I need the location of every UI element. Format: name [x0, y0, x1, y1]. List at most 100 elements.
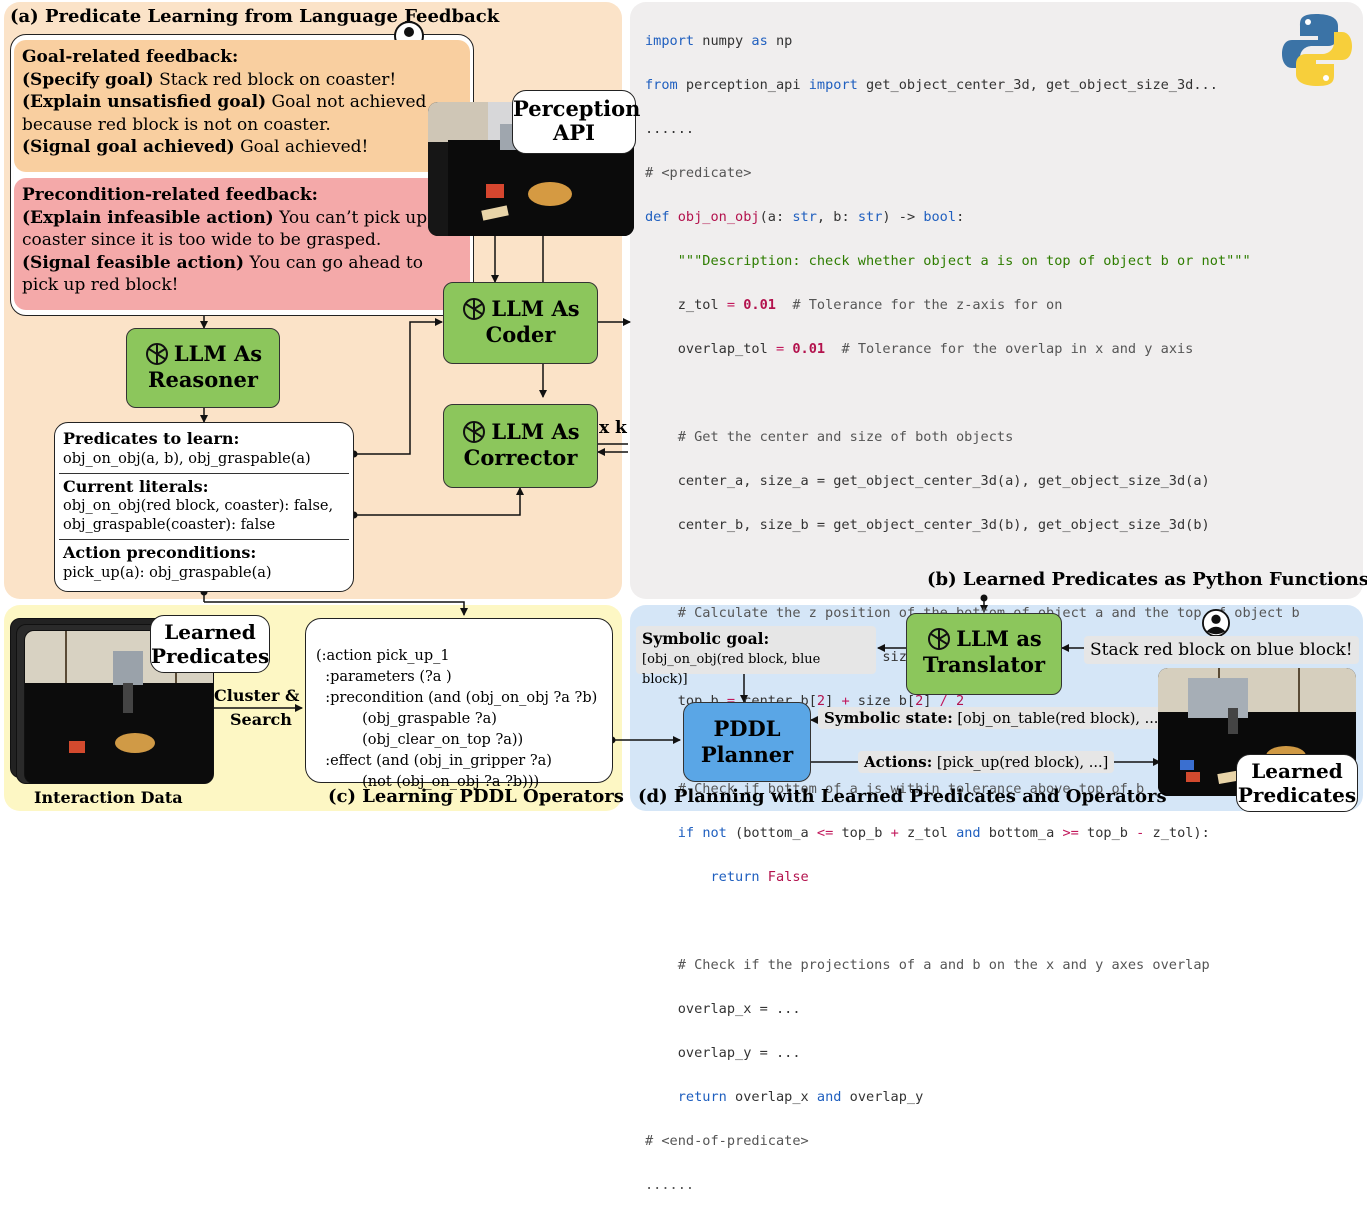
pddl-line: :parameters (?a )	[316, 669, 452, 685]
coder-line1: LLM As	[491, 296, 580, 321]
pddl-operator-box	[305, 618, 613, 783]
preconditions-text: pick_up(a): obj_graspable(a)	[63, 565, 272, 581]
user-icon	[1202, 609, 1230, 637]
goal-feedback-heading: Goal-related feedback:	[22, 47, 239, 67]
code-line: # Check if the projections of a and b on…	[645, 957, 1210, 973]
openai-icon	[928, 628, 951, 650]
cluster-search-label: Cluster &	[214, 686, 300, 706]
precondition-line: coaster since it is too wide to be grasp…	[22, 230, 382, 250]
pddl-line: (obj_clear_on_top ?a))	[316, 732, 524, 748]
code-line: center_b, size_b = get_object_center_3d(…	[645, 517, 1210, 533]
precondition-line: (Explain infeasible action) You can’t pi…	[22, 207, 428, 228]
symbolic-goal-value: [obj_on_obj(red block, blue block)]	[642, 652, 821, 687]
coder-line2: Coder	[485, 322, 556, 347]
actions-label: Actions: [pick_up(red block), ...]	[858, 751, 1115, 773]
precondition-line: pick up red block!	[22, 275, 179, 295]
translator-line2: Translator	[922, 652, 1046, 677]
reasoner-line2: Reasoner	[148, 367, 258, 392]
symbolic-goal-label: Symbolic goal:	[642, 629, 770, 648]
reasoner-line1: LLM As	[173, 341, 263, 366]
search-label: Search	[230, 710, 292, 729]
openai-icon	[463, 421, 486, 443]
symbolic-goal-box: Symbolic goal: [obj_on_obj(red block, bl…	[636, 626, 876, 687]
code-line: from perception_api import get_object_ce…	[645, 77, 1218, 93]
repeat-count-label: x k	[599, 418, 627, 438]
predicates-heading: Predicates to learn:	[63, 429, 240, 448]
symbolic-state-value: [obj_on_table(red block), ...]	[957, 711, 1165, 727]
code-line: import numpy as np	[645, 33, 793, 49]
pddl-line: (obj_graspable ?a)	[316, 711, 497, 727]
pddl-line: (:action pick_up_1	[316, 648, 450, 664]
pddl-line: (not (obj_on_obj ?a ?b)))	[316, 774, 540, 790]
code-line: # Get the center and size of both object…	[645, 429, 1014, 445]
code-line: # Check if bottom of a is within toleran…	[645, 781, 1145, 797]
corrector-line2: Corrector	[463, 445, 578, 470]
translator-line1: LLM as	[956, 626, 1042, 651]
code-line: ......	[645, 1177, 695, 1193]
cluster-line: Cluster &	[214, 686, 300, 705]
interaction-image-front	[24, 630, 214, 784]
learning-state-box: Predicates to learn: obj_on_obj(a, b), o…	[54, 422, 354, 592]
pddl-line: :effect (and (obj_in_gripper ?a)	[316, 753, 552, 769]
preconditions-heading: Action preconditions:	[63, 543, 257, 562]
goal-line: (Signal goal achieved) Goal achieved!	[22, 137, 369, 157]
goal-line: (Specify goal) Stack red block on coaste…	[22, 69, 397, 90]
interaction-data-label: Interaction Data	[34, 788, 183, 807]
code-line: # <end-of-predicate>	[645, 1133, 809, 1149]
goal-line: because red block is not on coaster.	[22, 114, 331, 135]
symbolic-state-key: Symbolic state:	[824, 709, 953, 727]
pddl-line: :precondition (and (obj_on_obj ?a ?b)	[316, 690, 598, 706]
symbolic-state-label: Symbolic state: [obj_on_table(red block)…	[818, 707, 1171, 729]
panel-d-title: (d) Planning with Learned Predicates and…	[638, 786, 1167, 807]
learned-predicates-line2: Predicates	[1237, 783, 1357, 807]
learned-predicates-line1: Learned	[1251, 759, 1343, 783]
actions-value: [pick_up(red block), ...]	[936, 755, 1109, 771]
panel-a-title: (a) Predicate Learning from Language Fee…	[10, 6, 500, 27]
llm-reasoner-box: LLM As Reasoner	[126, 328, 280, 408]
learned-predicates-line2: Predicates	[151, 644, 270, 668]
perception-api-label: Perception API	[512, 90, 641, 154]
openai-icon	[463, 298, 486, 320]
code-line: return overlap_x and overlap_y	[677, 1089, 924, 1105]
precondition-line: (Signal feasible action) You can go ahea…	[22, 252, 423, 273]
precondition-feedback-box: Precondition-related feedback: (Explain …	[14, 178, 470, 310]
code-line: z_tol = 0.01 # Tolerance for the z-axis …	[645, 297, 1063, 313]
panel-b-title: (b) Learned Predicates as Python Functio…	[927, 569, 1367, 590]
predicates-text: obj_on_obj(a, b), obj_graspable(a)	[63, 451, 311, 467]
planner-line2: Planner	[700, 742, 794, 767]
panel-c-title: (c) Learning PDDL Operators	[328, 786, 624, 807]
learned-predicates-label: Learned Predicates	[150, 615, 270, 673]
code-line: """Description: check whether object a i…	[645, 253, 1251, 269]
actions-key: Actions:	[864, 753, 933, 771]
code-line: overlap_x = ...	[645, 1001, 801, 1017]
perception-api-line1: Perception	[513, 96, 641, 121]
code-line: center_a, size_a = get_object_center_3d(…	[645, 473, 1210, 489]
python-logo-icon	[1282, 14, 1352, 86]
literal-line: obj_on_obj(red block, coaster): false,	[63, 498, 334, 514]
goal-feedback-box: Goal-related feedback: (Specify goal) St…	[14, 40, 470, 172]
code-line: if not (bottom_a <= top_b + z_tol and bo…	[677, 825, 1210, 841]
panel-b-background	[630, 2, 1363, 599]
precondition-feedback-heading: Precondition-related feedback:	[22, 185, 318, 205]
planner-line1: PDDL	[713, 716, 781, 741]
corrector-line1: LLM As	[491, 419, 580, 444]
code-line	[645, 910, 1300, 932]
code-line: ......	[645, 121, 695, 137]
code-line: return False	[710, 869, 809, 885]
code-line: def obj_on_obj(a: str, b: str) -> bool:	[645, 209, 965, 225]
pddl-operator-text: (:action pick_up_1 :parameters (?a ) :pr…	[316, 625, 597, 814]
literals-heading: Current literals:	[63, 477, 209, 496]
perception-api-line2: API	[553, 120, 595, 145]
code-line: overlap_y = ...	[645, 1045, 801, 1061]
learned-predicates-line1: Learned	[164, 620, 256, 644]
llm-corrector-box: LLM As Corrector	[443, 404, 598, 488]
llm-coder-box: LLM As Coder	[443, 282, 598, 364]
user-instruction: Stack red block on blue block!	[1084, 636, 1359, 664]
code-line: overlap_tol = 0.01 # Tolerance for the o…	[645, 341, 1194, 357]
llm-translator-box: LLM as Translator	[906, 613, 1062, 695]
goal-line: (Explain unsatisfied goal) Goal not achi…	[22, 92, 427, 112]
code-line: # <predicate>	[645, 165, 752, 181]
learned-predicates-label-d: Learned Predicates	[1236, 754, 1358, 812]
code-line	[645, 382, 1300, 404]
openai-icon	[145, 343, 168, 365]
